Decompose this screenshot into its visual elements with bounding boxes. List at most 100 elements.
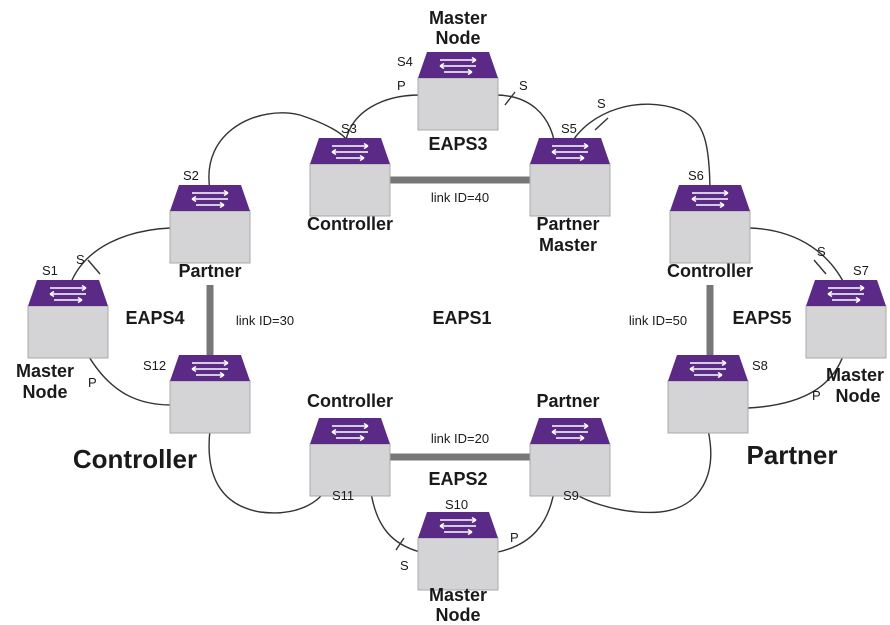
role-s10-master-line1: Master — [429, 585, 487, 605]
link-s1-s12 — [84, 349, 173, 406]
ring-label-eaps5: EAPS5 — [732, 308, 791, 328]
port-tag-s4-primary: P — [397, 78, 406, 93]
port-tag-s5-secondary: S — [597, 96, 606, 111]
switch-arrow-icon — [49, 290, 86, 298]
role-s3-controller: Controller — [307, 214, 393, 234]
node-label-s9: S9 — [563, 488, 579, 503]
port-tag-s10-primary: P — [510, 530, 519, 545]
port-tag-s7-secondary: S — [817, 244, 826, 259]
link-s2-s3 — [208, 112, 349, 191]
switch-top — [170, 185, 250, 211]
role-s10-master-line2: Node — [436, 605, 481, 625]
switch-body — [309, 443, 391, 497]
port-tag-s7-primary: P — [812, 388, 821, 403]
port-tags: P S S S P S P S P — [76, 78, 826, 573]
role-s5-partner-master-line2: Master — [539, 235, 597, 255]
role-s7-master-line1: Master — [826, 365, 884, 385]
switch-arrow-icon — [191, 195, 228, 203]
switch-arrow-icon — [332, 422, 369, 430]
shared-links — [206, 176, 714, 461]
switch-body — [27, 305, 109, 359]
switch-top — [806, 280, 886, 306]
blocked-tick-s1 — [87, 259, 101, 275]
switch-arrow-icon — [552, 422, 589, 430]
switch-top — [670, 185, 750, 211]
switch-arrow-icon — [336, 154, 365, 162]
role-s12-controller: Controller — [73, 444, 197, 474]
switch-top — [530, 418, 610, 444]
switch-arrow-icon — [556, 434, 585, 442]
ring-label-eaps1: EAPS1 — [432, 308, 491, 328]
switch-arrow-icon — [440, 516, 477, 524]
switch-arrow-icon — [331, 428, 368, 436]
node-labels: S1 S2 S3 S4 S5 S6 S7 S8 S9 S10 S11 S12 — [42, 54, 869, 512]
role-s6-controller: Controller — [667, 261, 753, 281]
role-s8-partner: Partner — [746, 440, 837, 470]
switch-arrow-icon — [832, 296, 861, 304]
switch-arrow-icon — [336, 434, 365, 442]
switch-top — [310, 418, 390, 444]
switch-top — [418, 52, 498, 78]
node-label-s7: S7 — [853, 263, 869, 278]
switch-arrow-icon — [551, 428, 588, 436]
switch-body — [417, 77, 499, 131]
switch-arrow-icon — [439, 62, 476, 70]
switch-s9 — [529, 418, 611, 497]
role-s7-master-line2: Node — [836, 386, 881, 406]
switch-body — [805, 305, 887, 359]
switch-body — [417, 537, 499, 591]
link-id-labels: link ID=40 link ID=20 link ID=30 link ID… — [236, 190, 687, 446]
switch-body — [169, 210, 251, 264]
switch-s3 — [309, 138, 391, 217]
node-label-s10: S10 — [445, 497, 468, 512]
port-tag-s4-secondary: S — [519, 78, 528, 93]
switch-arrow-icon — [192, 189, 229, 197]
switches — [27, 52, 887, 591]
switch-s11 — [309, 418, 391, 497]
link-s9-s10 — [497, 484, 556, 553]
switch-s7 — [805, 280, 887, 359]
ring-label-eaps4: EAPS4 — [125, 308, 184, 328]
role-s4-master-line2: Node — [436, 28, 481, 48]
node-label-s1: S1 — [42, 263, 58, 278]
node-label-s4: S4 — [397, 54, 413, 69]
blocked-tick-s7 — [813, 259, 827, 275]
switch-s10 — [417, 512, 499, 591]
switch-body — [669, 210, 751, 264]
link-s1-s2 — [69, 227, 171, 286]
link-s4-s5 — [494, 94, 556, 146]
node-label-s3: S3 — [341, 121, 357, 136]
switch-arrow-icon — [690, 359, 727, 367]
switch-arrow-icon — [196, 371, 225, 379]
switch-arrow-icon — [692, 189, 729, 197]
link-label-20: link ID=20 — [431, 431, 489, 446]
node-label-s8: S8 — [752, 358, 768, 373]
node-label-s11: S11 — [332, 488, 354, 503]
node-label-s12: S12 — [143, 358, 166, 373]
switch-arrow-icon — [827, 290, 864, 298]
switch-s8 — [667, 355, 749, 434]
switch-arrow-icon — [54, 296, 83, 304]
blocked-tick-s10 — [395, 537, 405, 551]
switch-arrow-icon — [444, 528, 473, 536]
switch-top — [530, 138, 610, 164]
ring-label-eaps2: EAPS2 — [428, 469, 487, 489]
link-s5-s6 — [569, 103, 711, 196]
switch-arrow-icon — [196, 201, 225, 209]
switch-arrow-icon — [192, 359, 229, 367]
role-labels: Master Node Controller Partner Master Pa… — [16, 8, 884, 625]
link-label-30: link ID=30 — [236, 313, 294, 328]
switch-arrow-icon — [440, 56, 477, 64]
ring-names: EAPS1 EAPS2 EAPS3 EAPS4 EAPS5 — [125, 134, 791, 489]
switch-arrow-icon — [689, 365, 726, 373]
port-tag-s1-secondary: S — [76, 252, 85, 267]
ring-label-eaps3: EAPS3 — [428, 134, 487, 154]
switch-arrow-icon — [556, 154, 585, 162]
link-s7-s8 — [747, 349, 846, 409]
link-s4-s3 — [344, 94, 421, 146]
blocked-port-markers — [87, 91, 827, 551]
switch-s12 — [169, 355, 251, 434]
switch-s2 — [169, 185, 251, 264]
